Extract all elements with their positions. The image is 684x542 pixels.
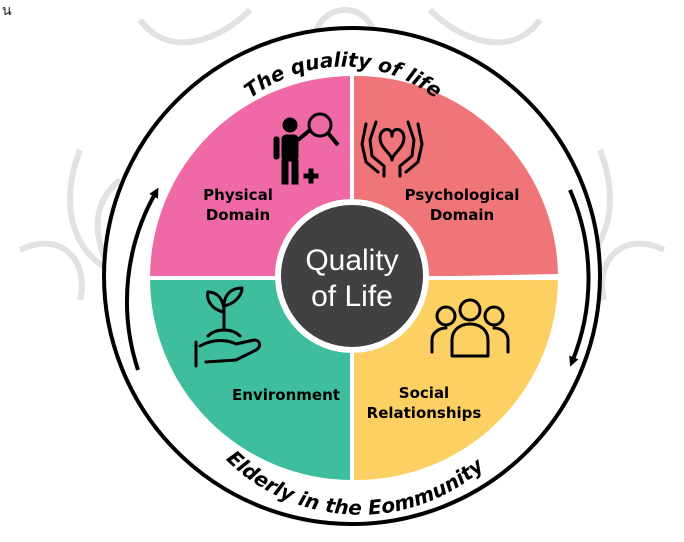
- plant-hand-icon: [194, 286, 262, 368]
- center-circle: [275, 199, 429, 353]
- environment-label: Environment: [232, 386, 340, 404]
- center-line2: of Life: [311, 280, 393, 313]
- psychological-label-line2: Domain: [430, 206, 494, 224]
- social-label-line2: Relationships: [367, 404, 482, 422]
- heart-hands-icon: [360, 120, 424, 178]
- center-line1: Quality: [305, 244, 398, 277]
- physical-label-line1: Physical: [203, 186, 273, 204]
- person-magnifier-icon: [273, 112, 340, 185]
- left-cycle-arrow: [125, 187, 159, 371]
- physical-label-line2: Domain: [206, 206, 270, 224]
- social-label-line1: Social: [399, 384, 449, 402]
- corner-glyph: น: [2, 3, 12, 19]
- right-cycle-arrow: [568, 189, 591, 367]
- people-group-icon: [430, 298, 510, 358]
- psychological-label-line1: Psychological: [405, 186, 520, 204]
